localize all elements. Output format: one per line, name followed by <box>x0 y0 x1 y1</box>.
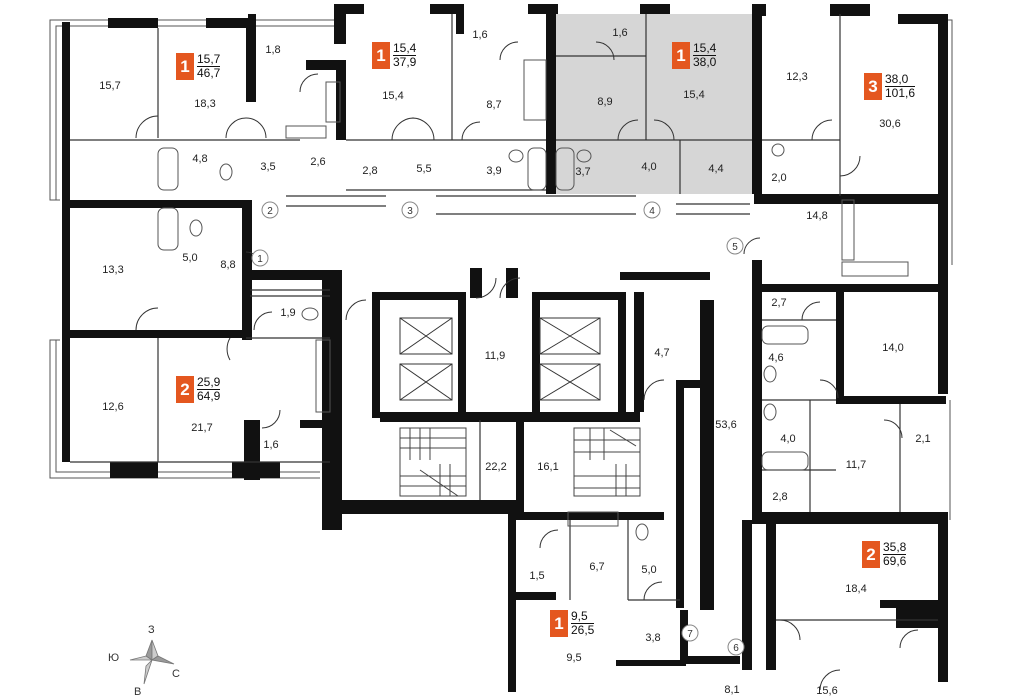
room-area: 4,7 <box>654 347 669 359</box>
living-area: 9,5 <box>571 609 588 623</box>
room-area: 4,6 <box>768 352 783 364</box>
room-area: 18,4 <box>845 583 866 595</box>
room-area: 21,7 <box>191 422 212 434</box>
room-area: 11,9 <box>485 350 506 362</box>
room-count: 2 <box>176 376 194 403</box>
room-count: 1 <box>672 42 690 69</box>
room-area: 2,0 <box>771 172 786 184</box>
total-area: 69,6 <box>883 554 907 568</box>
room-count: 1 <box>550 610 568 637</box>
bathroom-fixtures <box>157 59 909 541</box>
room-area-labels: 15,7 18,3 1,8 4,8 3,5 2,6 15,4 1,6 8,7 2… <box>99 27 930 697</box>
room-area: 8,1 <box>724 684 739 696</box>
room-area: 15,7 <box>99 80 120 92</box>
room-area: 4,8 <box>192 153 207 165</box>
room-area: 4,0 <box>780 433 795 445</box>
room-area: 8,9 <box>597 96 612 108</box>
room-area: 2,6 <box>310 156 325 168</box>
room-area: 2,7 <box>771 297 786 309</box>
room-area: 14,8 <box>806 210 827 222</box>
room-area: 18,3 <box>194 98 215 110</box>
room-area: 6,7 <box>589 561 604 573</box>
compass-south-label: В <box>134 686 142 698</box>
room-area: 3,5 <box>260 161 275 173</box>
room-area: 2,1 <box>915 433 930 445</box>
compass-north-label: З <box>148 624 155 636</box>
room-count: 3 <box>864 73 882 100</box>
outer-balcony-lines <box>49 19 953 520</box>
room-count: 2 <box>862 541 880 568</box>
door-number: 7 <box>687 629 693 640</box>
room-area: 1,9 <box>280 307 295 319</box>
room-area: 5,5 <box>416 163 431 175</box>
room-area: 9,5 <box>566 652 581 664</box>
total-area: 26,5 <box>571 623 595 637</box>
door-number: 6 <box>733 643 739 654</box>
compass-east-label: С <box>172 668 180 680</box>
room-area: 2,8 <box>772 491 787 503</box>
room-area: 4,4 <box>708 163 723 175</box>
room-area: 30,6 <box>879 118 900 130</box>
door-number: 1 <box>257 254 263 265</box>
door-number-markers: 1 2 3 4 5 6 7 <box>251 201 745 656</box>
door-number: 2 <box>267 206 273 217</box>
room-area: 8,8 <box>220 259 235 271</box>
compass-rose <box>129 639 175 685</box>
total-area: 37,9 <box>393 55 417 69</box>
compass-west-label: Ю <box>108 652 120 664</box>
door-number: 5 <box>732 242 738 253</box>
living-area: 38,0 <box>885 72 909 86</box>
room-area: 15,4 <box>683 89 704 101</box>
living-area: 25,9 <box>197 375 221 389</box>
room-area: 5,0 <box>641 564 656 576</box>
room-area: 1,6 <box>263 439 278 451</box>
room-area: 1,5 <box>529 570 544 582</box>
staircases <box>399 427 641 497</box>
living-area: 15,4 <box>693 41 717 55</box>
room-area: 1,6 <box>472 29 487 41</box>
door-number: 4 <box>649 206 655 217</box>
room-area: 12,3 <box>786 71 807 83</box>
room-area: 15,6 <box>816 685 837 697</box>
room-area: 53,6 <box>715 419 736 431</box>
room-area: 3,7 <box>575 166 590 178</box>
room-area: 1,8 <box>265 44 280 56</box>
room-area: 12,6 <box>102 401 123 413</box>
room-area: 1,6 <box>612 27 627 39</box>
room-area: 4,0 <box>641 161 656 173</box>
thin-partitions <box>70 14 938 621</box>
room-area: 22,2 <box>485 461 506 473</box>
room-count: 1 <box>176 53 194 80</box>
total-area: 46,7 <box>197 66 221 80</box>
living-area: 15,4 <box>393 41 417 55</box>
room-area: 8,7 <box>486 99 501 111</box>
elevator-shafts <box>399 317 601 401</box>
room-area: 11,7 <box>846 459 867 471</box>
room-area: 14,0 <box>882 342 903 354</box>
total-area: 64,9 <box>197 389 221 403</box>
room-area: 13,3 <box>102 264 123 276</box>
living-area: 35,8 <box>883 540 907 554</box>
living-area: 15,7 <box>197 52 221 66</box>
room-area: 16,1 <box>537 461 558 473</box>
total-area: 38,0 <box>693 55 717 69</box>
room-area: 3,9 <box>486 165 501 177</box>
room-area: 2,8 <box>362 165 377 177</box>
room-count: 1 <box>372 42 390 69</box>
total-area: 101,6 <box>885 86 916 100</box>
room-area: 15,4 <box>382 90 403 102</box>
walls <box>62 4 948 692</box>
room-area: 3,8 <box>645 632 660 644</box>
door-number: 3 <box>407 206 413 217</box>
room-area: 5,0 <box>182 252 197 264</box>
